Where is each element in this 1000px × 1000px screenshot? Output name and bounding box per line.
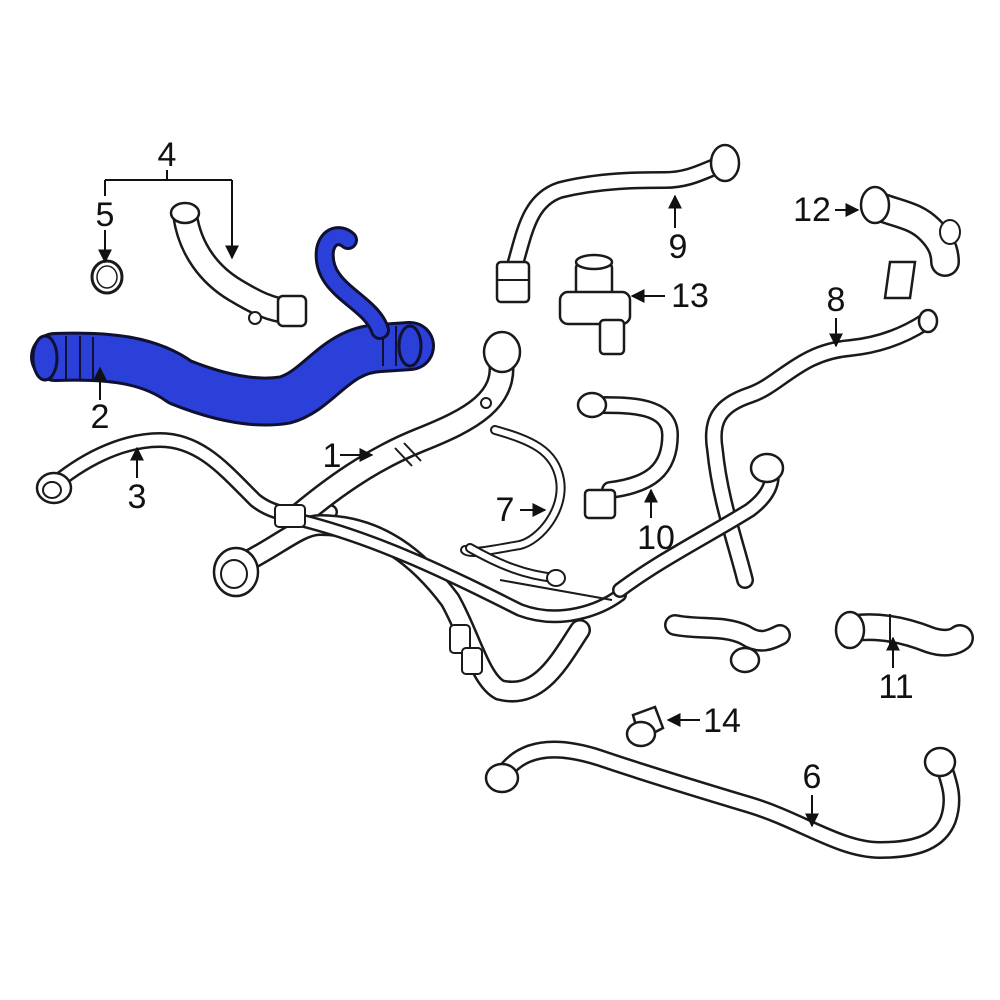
part-9-hose[interactable] xyxy=(495,143,741,304)
part-2-right-end xyxy=(397,324,423,368)
callout-3: 3 xyxy=(128,478,147,516)
part-13-valve[interactable] xyxy=(558,253,632,356)
callout-9: 9 xyxy=(669,228,688,266)
part-12-connector[interactable] xyxy=(859,185,961,300)
part-6-hose[interactable] xyxy=(484,740,961,859)
callout-1: 1 xyxy=(323,437,342,475)
callout-13: 13 xyxy=(671,277,709,315)
callout-labels: 4 5 2 3 1 9 13 12 8 7 10 11 14 6 xyxy=(91,136,914,796)
callout-2: 2 xyxy=(91,398,110,436)
callout-5: 5 xyxy=(96,196,115,234)
callout-7: 7 xyxy=(496,491,515,529)
callout-10: 10 xyxy=(637,519,675,557)
part-11-connector[interactable] xyxy=(834,610,974,657)
main-lower-assembly[interactable] xyxy=(212,504,627,703)
part-7-line[interactable] xyxy=(460,425,613,601)
part-2-radiator-hose[interactable] xyxy=(30,226,435,427)
callout-12: 12 xyxy=(793,191,831,229)
callout-6: 6 xyxy=(803,758,822,796)
part-1-pipe[interactable] xyxy=(287,330,522,528)
callout-11: 11 xyxy=(878,668,913,706)
part-5-o-ring[interactable] xyxy=(90,259,124,295)
callout-8: 8 xyxy=(827,281,846,319)
part-10-hose[interactable] xyxy=(576,391,679,520)
part-14-plug[interactable] xyxy=(625,705,665,748)
callout-14: 14 xyxy=(703,702,741,740)
part-2-left-end xyxy=(31,334,59,382)
part-3-hose[interactable] xyxy=(35,432,338,523)
part-4-pipe-fitting[interactable] xyxy=(169,201,308,328)
part-8-hose[interactable] xyxy=(612,308,939,674)
callout-leaders xyxy=(93,170,900,828)
callout-4: 4 xyxy=(158,136,177,174)
